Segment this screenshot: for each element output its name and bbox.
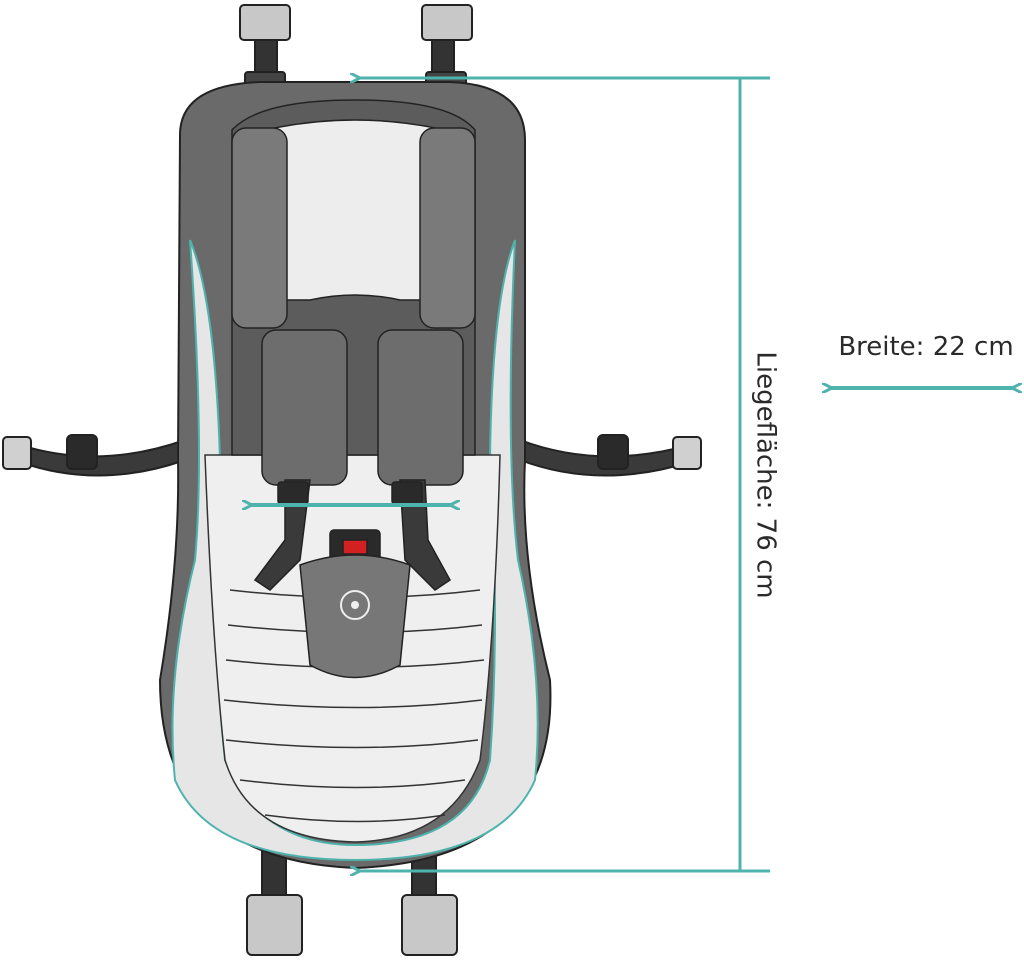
logo-icon (340, 590, 370, 620)
buckle-release (342, 539, 368, 555)
right-head-pad (419, 127, 476, 329)
width-label: Breite: 22 cm (838, 332, 1013, 362)
side-straps (2, 434, 702, 477)
bottom-straps (246, 849, 458, 956)
right-shoulder-pad (377, 329, 464, 486)
length-label: Liegefläche: 76 cm (751, 351, 781, 598)
crotch-pad (299, 554, 411, 679)
left-shoulder-pad (261, 329, 348, 486)
left-head-pad (231, 127, 288, 329)
length-dimension (358, 78, 770, 871)
headrest (264, 119, 446, 301)
